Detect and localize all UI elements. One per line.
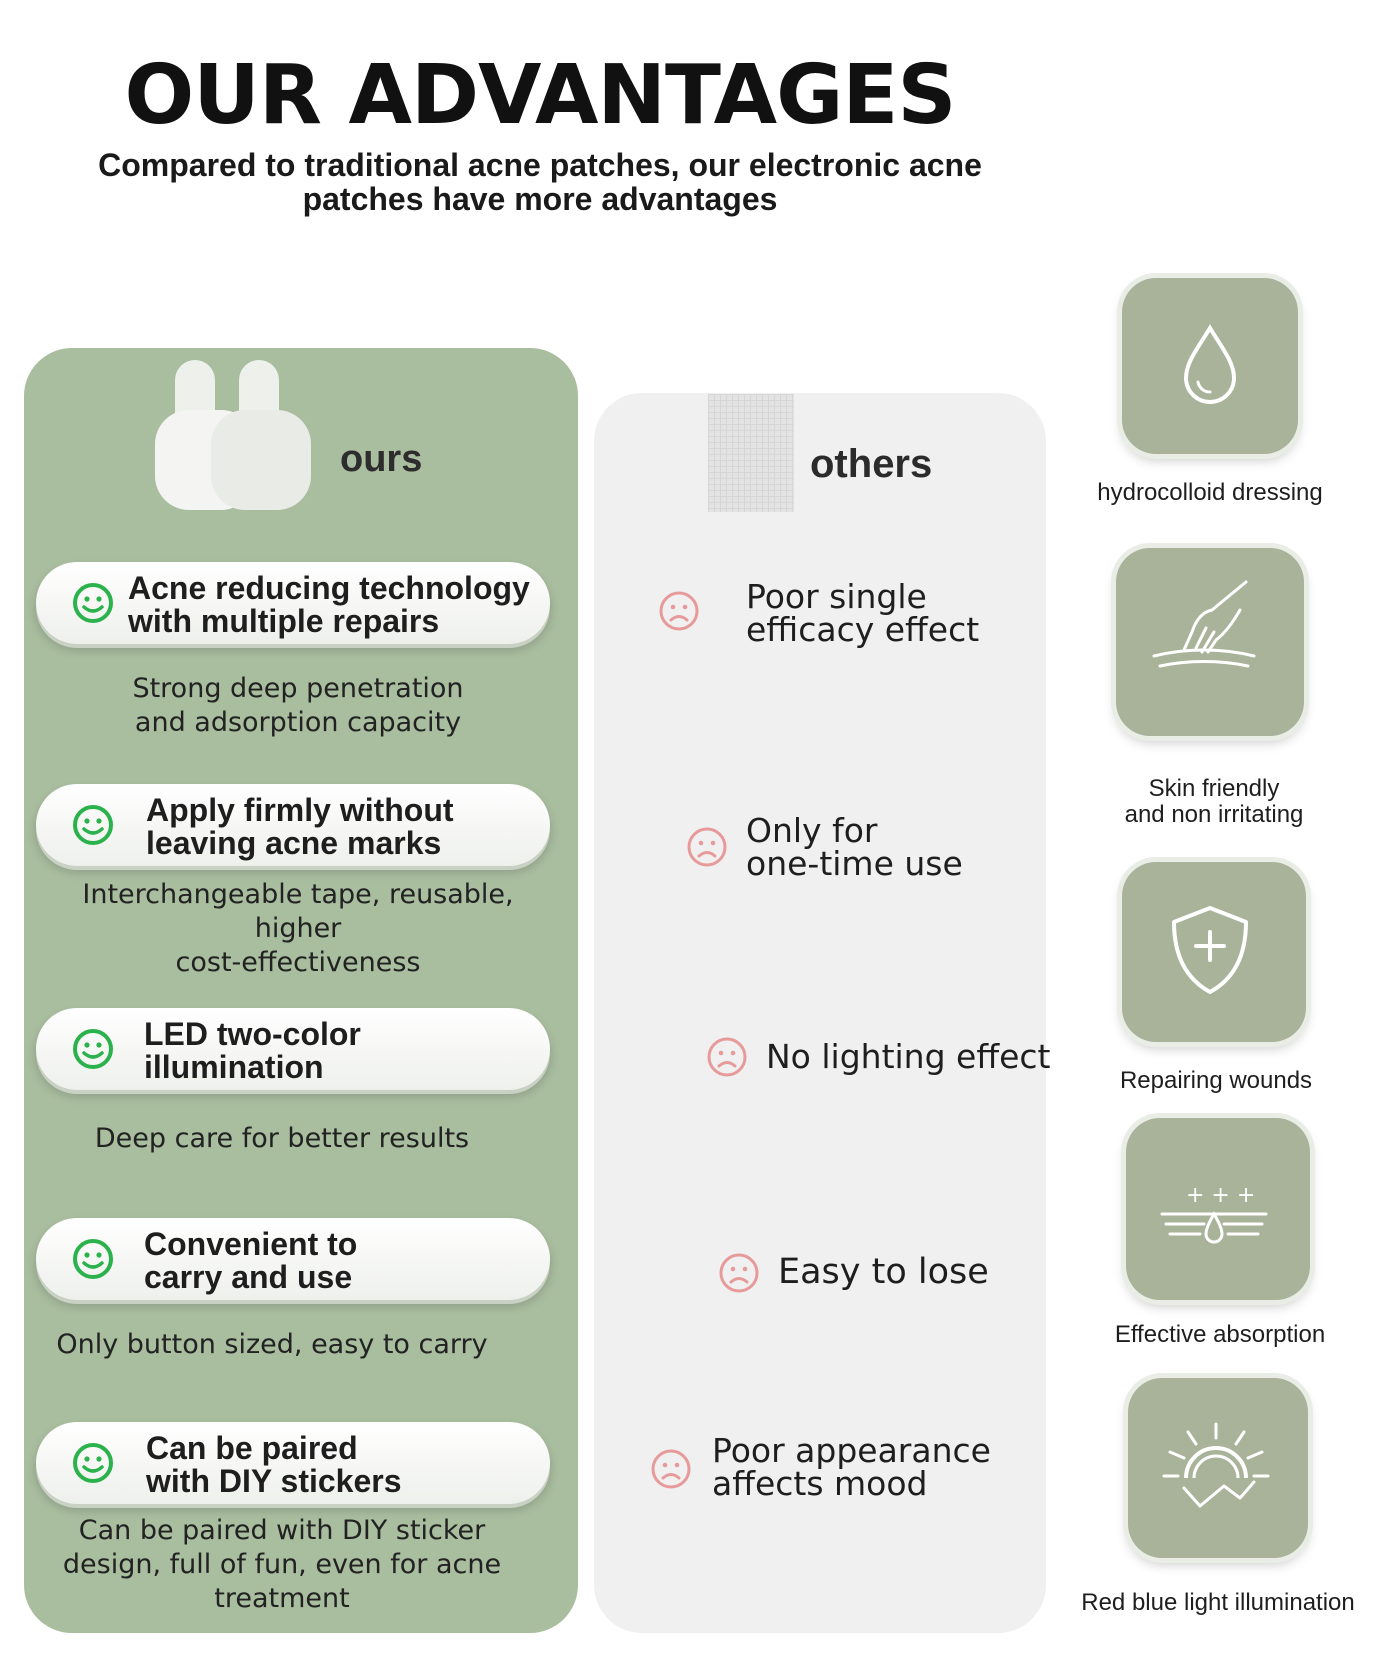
sad-face-icon [651,1449,691,1489]
ours-label: ours [340,438,423,480]
feature-tile-light [1128,1378,1308,1558]
feature-label-line: Repairing wounds [1119,1067,1313,1094]
feature-label-line: hydrocolloid dressing [1097,479,1323,506]
light-rays-icon [1162,1422,1270,1508]
ours-item-title-line: Acne reducing technology [128,570,530,606]
others-panel [594,393,1046,1633]
desc-line: cost-effectiveness [175,947,421,978]
subtitle-line-1: Compared to traditional acne patches, ou… [98,147,982,183]
desc-line: Only button sized, easy to carry [56,1329,488,1360]
ours-item-title-line: leaving acne marks [146,825,442,861]
ours-item-title-line: Apply firmly without [146,792,454,828]
feature-label: Effective absorption [1070,1322,1370,1348]
ours-item-3: LED two-color illumination [36,1008,550,1090]
feature-label-line: Effective absorption [1114,1321,1326,1348]
desc-line: design, full of fun, even for acne [62,1549,502,1580]
smile-icon [73,1239,113,1279]
others-item-line: Only for [746,811,878,850]
water-drop-icon [1183,324,1237,404]
ours-item-2-desc: Interchangeable tape, reusable, higher c… [36,878,560,980]
smile-icon [73,1443,113,1483]
desc-line: and adsorption capacity [134,707,462,738]
ours-item-title-line: Can be paired [146,1430,358,1466]
sad-face-icon [719,1253,759,1293]
ours-item-title-line: illumination [144,1049,324,1085]
ours-item-5-desc: Can be paired with DIY sticker design, f… [20,1514,544,1616]
others-item-line: Poor appearance [712,1431,991,1470]
desc-line: Strong deep penetration [132,673,464,704]
feature-tile-hydrocolloid [1122,278,1298,454]
ours-item-4-desc: Only button sized, easy to carry [10,1328,534,1362]
feature-label: Repairing wounds [1066,1068,1366,1094]
ours-item-1: Acne reducing technology with multiple r… [36,562,550,644]
others-item-line: No lighting effect [766,1037,1051,1076]
desc-line: Can be paired with DIY sticker [78,1515,486,1546]
feature-tile-absorption: + + + [1126,1118,1310,1300]
electronic-patch-product-icon [155,360,311,510]
sad-face-icon [707,1037,747,1077]
ours-item-title-line: LED two-color [144,1016,361,1052]
desc-line: Deep care for better results [94,1123,470,1154]
ours-item-title-line: with DIY stickers [146,1463,402,1499]
subtitle-line-2: patches have more advantages [302,181,778,217]
smile-icon [73,805,113,845]
smile-icon [73,1029,113,1069]
feature-label-line: and non irritating [1124,801,1304,828]
others-item-line: efficacy effect [746,610,980,649]
feature-label-line: Red blue light illumination [1081,1589,1355,1616]
svg-text:+ + +: + + + [1186,1183,1255,1208]
page-subtitle: Compared to traditional acne patches, ou… [40,148,1040,216]
hand-touching-skin-icon [1152,580,1256,668]
smile-icon [73,583,113,623]
traditional-patch-image [708,394,794,512]
shield-plus-icon [1172,906,1248,994]
ours-item-title-line: carry and use [144,1259,353,1295]
feature-tile-skin-friendly [1116,548,1304,736]
feature-label: Red blue light illumination [1068,1590,1368,1616]
others-label: others [810,442,933,486]
ours-item-1-desc: Strong deep penetration and adsorption c… [36,672,560,740]
others-item-line: Poor single [746,577,927,616]
others-item-line: Easy to lose [778,1252,989,1292]
ours-item-4: Convenient to carry and use [36,1218,550,1300]
feature-tile-repairing [1122,862,1306,1042]
ours-item-3-desc: Deep care for better results [20,1122,544,1156]
ours-item-2: Apply firmly without leaving acne marks [36,784,550,866]
absorption-layers-icon: + + + [1160,1183,1268,1244]
sad-face-icon [687,827,727,867]
page-title: OUR ADVANTAGES [124,48,957,143]
others-item-line: one-time use [746,844,963,883]
ours-item-5: Can be paired with DIY stickers [36,1422,550,1504]
ours-item-title-line: Convenient to [144,1226,358,1262]
sad-face-icon [659,591,699,631]
feature-label: hydrocolloid dressing [1060,480,1360,506]
feature-label: Skin friendly and non irritating [1064,776,1364,828]
others-item-line: affects mood [712,1464,928,1503]
feature-label-line: Skin friendly [1148,775,1280,802]
desc-line: treatment [214,1583,350,1614]
desc-line: Interchangeable tape, reusable, higher [82,879,514,944]
ours-item-title-line: with multiple repairs [128,603,440,639]
